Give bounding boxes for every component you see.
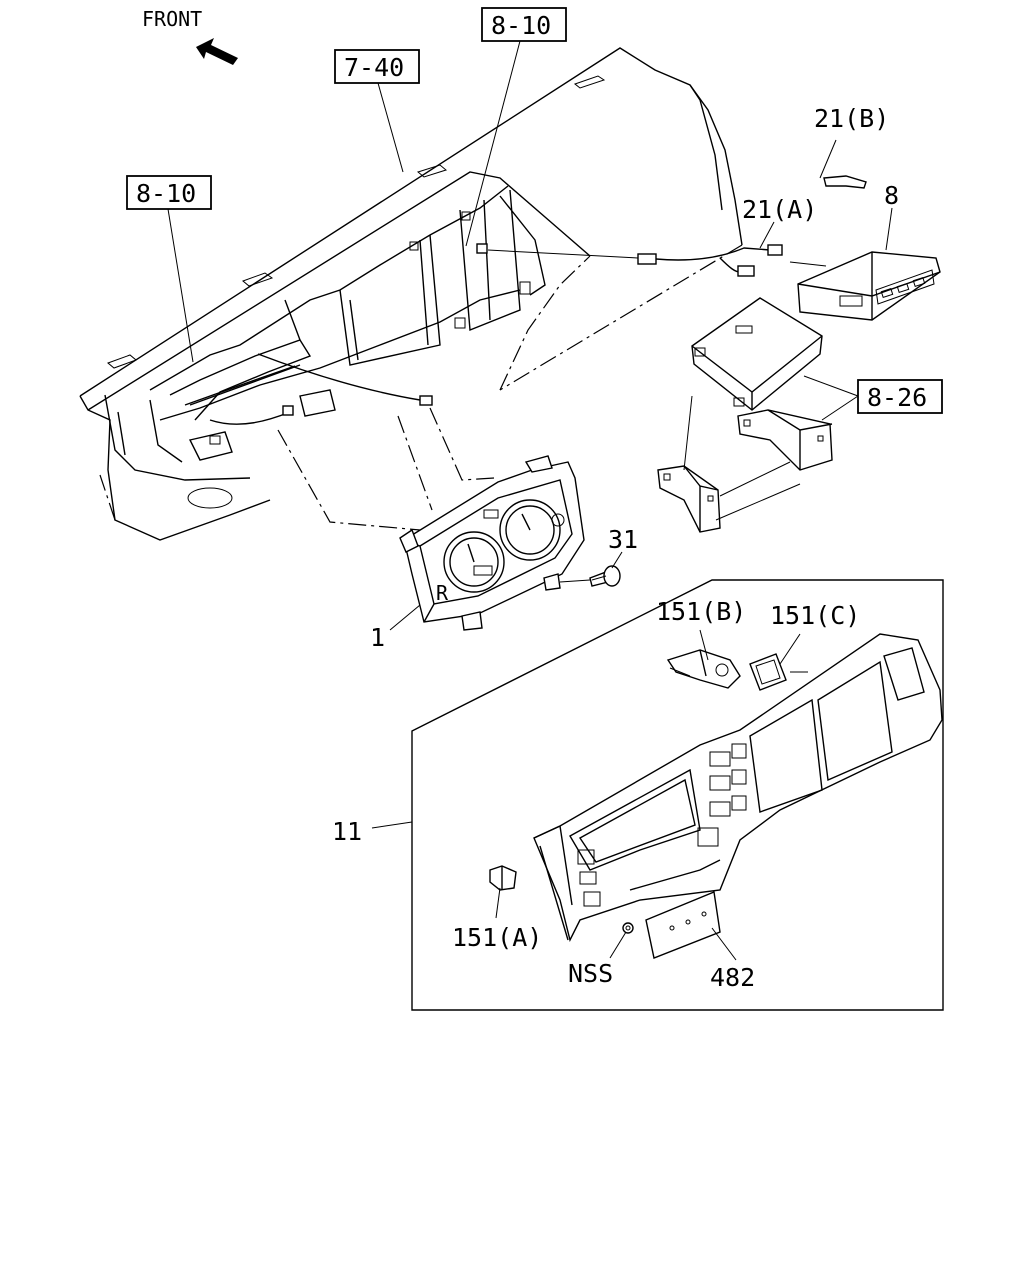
screw-31: [559, 565, 621, 587]
arrow-up-left-icon: [196, 38, 238, 65]
svg-text:7-40: 7-40: [344, 53, 404, 82]
harness-21a: [487, 244, 783, 277]
plate-482: [645, 891, 721, 959]
label-151a: 151(A): [452, 923, 542, 952]
instrument-cluster-1: R: [399, 455, 585, 631]
dashboard-panel: [79, 47, 743, 541]
wiring-harness: [209, 243, 488, 425]
label-21a: 21(A): [742, 195, 817, 224]
radio-unit-8: [789, 251, 941, 321]
ref-box-7-40: 7-40: [334, 49, 420, 84]
nss-fastener: [622, 922, 634, 934]
leader-lines: [167, 40, 893, 961]
ref-box-8-10-top: 8-10: [481, 7, 567, 42]
label-151b: 151(B): [656, 597, 746, 626]
label-11: 11: [332, 817, 362, 846]
mounting-bracket: [657, 409, 833, 533]
ref-box-8-26: 8-26: [857, 379, 943, 414]
svg-text:8-10: 8-10: [491, 11, 551, 40]
svg-text:8-10: 8-10: [136, 179, 196, 208]
connector-21b: [823, 175, 867, 189]
pad-151c: [749, 653, 787, 691]
label-482: 482: [710, 963, 755, 992]
label-1: 1: [370, 623, 385, 652]
label-151c: 151(C): [770, 601, 860, 630]
cluster-warning-mark: R: [436, 581, 449, 605]
module-8-26: [691, 297, 823, 411]
label-8: 8: [884, 181, 899, 210]
clip-151a: [489, 865, 517, 891]
clip-151b: [666, 649, 741, 689]
svg-text:8-26: 8-26: [867, 383, 927, 412]
label-21b: 21(B): [814, 104, 889, 133]
front-label: FRONT: [142, 7, 202, 31]
meter-bezel-11: [533, 633, 943, 943]
label-31: 31: [608, 525, 638, 554]
ref-box-8-10-left: 8-10: [126, 175, 212, 210]
parts-kit-outline: [411, 579, 944, 1011]
label-nss: NSS: [568, 959, 613, 988]
